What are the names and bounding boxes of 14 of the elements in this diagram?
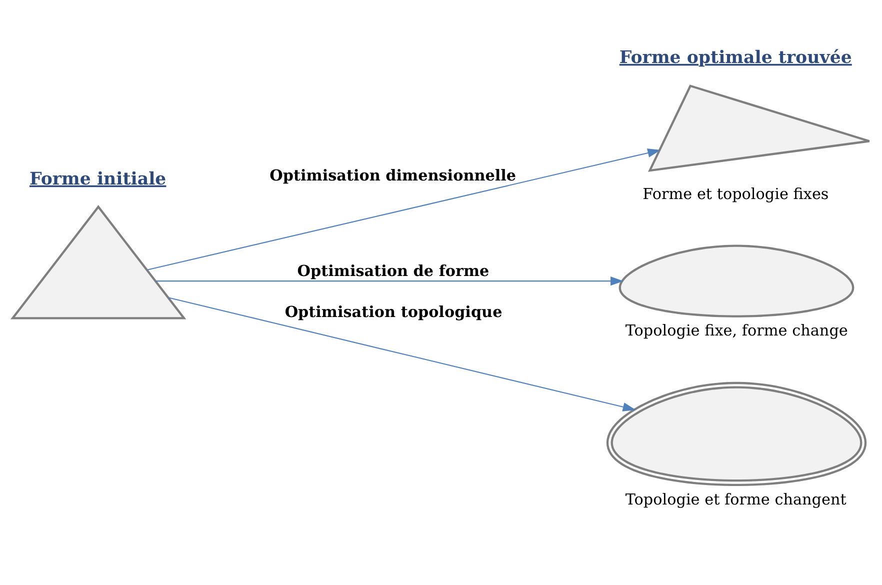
node-label: Forme et topologie fixes [642,184,829,202]
edge-label: Optimisation dimensionnelle [270,166,516,184]
label: Forme initiale [29,168,166,189]
label: Forme optimale trouvée [619,47,852,68]
arrow [156,276,624,286]
node-triangle [10,204,186,319]
arrow [147,148,661,270]
node-blob [618,244,854,317]
edge-label: Optimisation topologique [284,302,502,321]
edge-label: Optimisation de forme [297,261,490,280]
arrow [168,296,636,411]
node-label: Topologie fixe, forme change [625,321,848,340]
node-label: Topologie et forme changent [625,490,846,508]
node-blob [606,381,867,486]
